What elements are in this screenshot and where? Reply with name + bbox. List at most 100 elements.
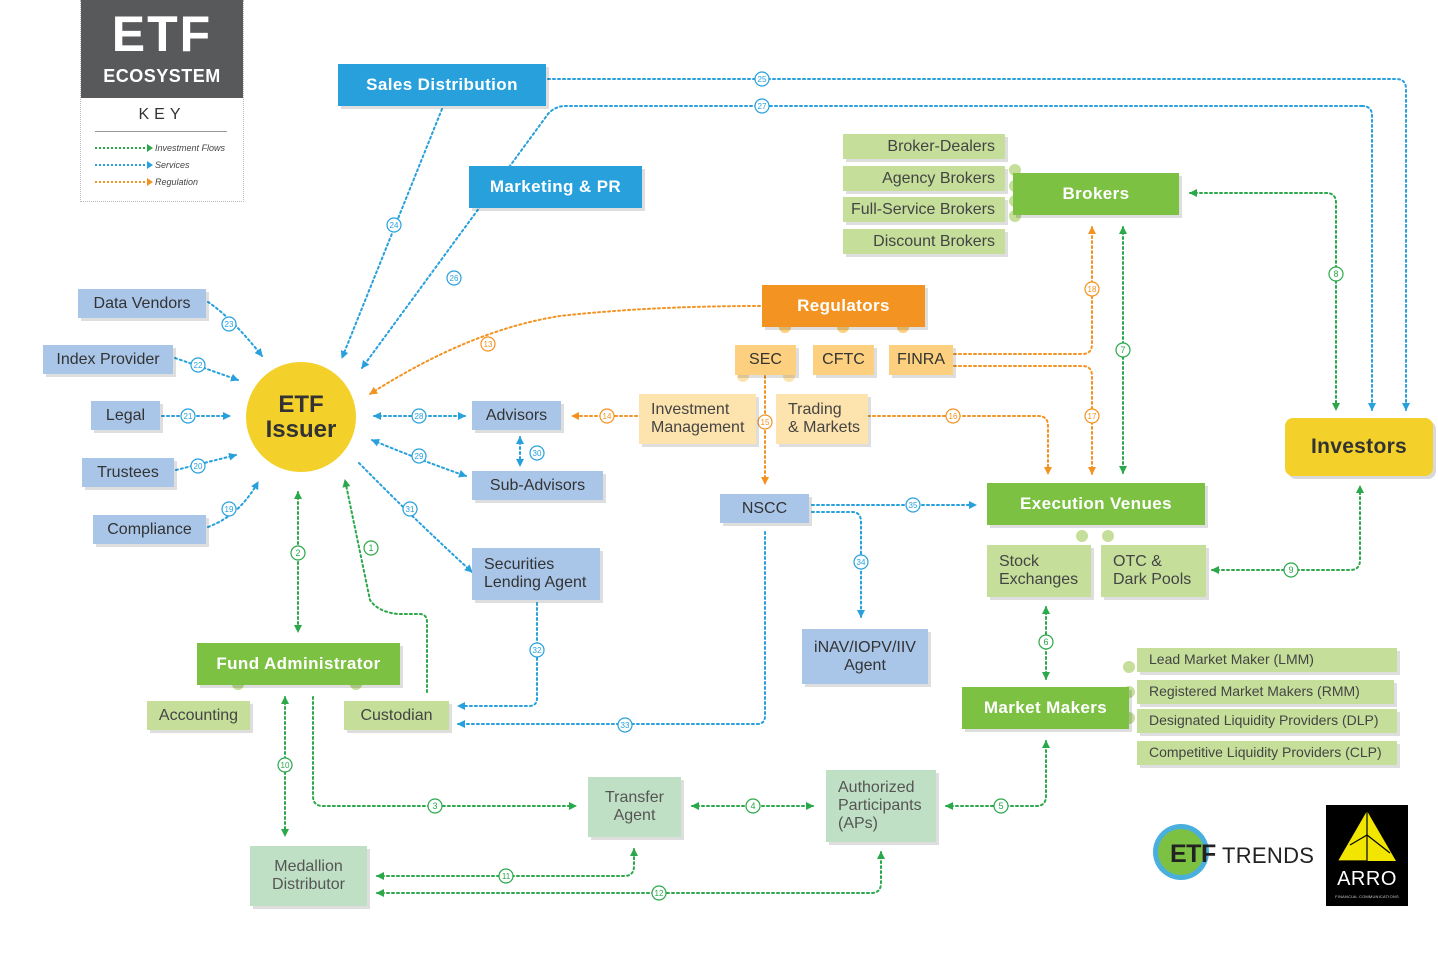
- flow-badge-label: 22: [194, 361, 203, 370]
- flow-badge-label: 7: [1120, 345, 1125, 355]
- legend-label: Regulation: [155, 177, 199, 187]
- arro-triangle-icon: [1338, 811, 1396, 862]
- node-sec: SEC: [735, 345, 796, 375]
- connector-26: [361, 105, 1363, 369]
- node-cftc: CFTC: [813, 345, 874, 375]
- key-title-block: ETF ECOSYSTEM: [81, 0, 243, 98]
- key-divider: [95, 131, 227, 132]
- node-agency-brokers: Agency Brokers: [843, 166, 1005, 191]
- connector-dot: [1123, 661, 1135, 673]
- flow-badge-10: 10: [277, 757, 293, 773]
- connector-34: [811, 511, 865, 618]
- flow-badge-label: 23: [225, 320, 234, 329]
- flow-badge-23: 23: [221, 316, 237, 332]
- flow-badge-1: 1: [363, 540, 379, 556]
- legend-swatch-regulation: [95, 181, 149, 183]
- flow-badge-8: 8: [1328, 266, 1344, 282]
- legend-key: ETF ECOSYSTEM KEY Investment Flows Servi…: [80, 0, 244, 202]
- etf-trends-logo-etf: ETF: [1170, 840, 1216, 868]
- flow-badge-17: 17: [1084, 408, 1100, 424]
- key-title: ETF: [111, 6, 213, 62]
- connector-25: [547, 78, 1410, 411]
- key-subtitle: ECOSYSTEM: [103, 66, 221, 86]
- flow-badge-label: 27: [758, 102, 767, 111]
- node-market-makers: Market Makers: [962, 687, 1129, 729]
- legend-item-regulation: Regulation: [95, 175, 235, 189]
- flow-badge-label: 10: [281, 761, 290, 770]
- node-inav-agent: iNAV/IOPV/IIV Agent: [802, 629, 928, 684]
- flow-badge-14: 14: [599, 408, 615, 424]
- flow-badge-label: 13: [484, 340, 493, 349]
- connector-12: [376, 851, 885, 897]
- flow-badge-24: 24: [386, 217, 402, 233]
- flow-badge-3: 3: [427, 798, 443, 814]
- flow-badge-label: 28: [415, 412, 424, 421]
- connector-27: [1361, 105, 1376, 411]
- flow-badge-21: 21: [180, 408, 196, 424]
- node-authorized-participants: Authorized Participants (APs): [826, 770, 936, 842]
- legend-item-services: Services: [95, 158, 235, 172]
- node-medallion-distributor: Medallion Distributor: [250, 846, 367, 906]
- flow-badge-11: 11: [498, 868, 514, 884]
- connector-13: [369, 305, 761, 395]
- legend-arrow-icon: [147, 178, 153, 186]
- node-etf-issuer: ETF Issuer: [246, 362, 356, 472]
- node-sub-advisors: Sub-Advisors: [472, 471, 603, 500]
- node-marketing-pr: Marketing & PR: [469, 166, 642, 208]
- node-trustees: Trustees: [82, 458, 174, 487]
- node-sales-distribution: Sales Distribution: [338, 64, 546, 106]
- node-discount-brokers: Discount Brokers: [843, 229, 1005, 254]
- legend-arrow-icon: [147, 144, 153, 152]
- flow-badge-label: 25: [758, 75, 767, 84]
- flow-badge-label: 3: [432, 801, 437, 811]
- node-investment-management: Investment Management: [639, 394, 756, 444]
- flow-badge-label: 6: [1043, 637, 1048, 647]
- flow-badge-label: 11: [502, 872, 511, 881]
- flow-badge-label: 18: [1088, 285, 1097, 294]
- node-rmm: Registered Market Makers (RMM): [1137, 680, 1394, 704]
- flow-badge-29: 29: [411, 448, 427, 464]
- node-advisors: Advisors: [472, 401, 561, 430]
- flow-badge-2: 2: [290, 545, 306, 561]
- connector-9: [1211, 485, 1364, 574]
- flow-badge-label: 20: [194, 462, 203, 471]
- flow-badge-20: 20: [190, 458, 206, 474]
- arro-logo-name: ARRO: [1337, 868, 1397, 890]
- connector-24: [340, 108, 443, 359]
- flow-badge-6: 6: [1038, 634, 1054, 650]
- connector-22: [174, 357, 239, 382]
- flow-badge-label: 32: [533, 646, 542, 655]
- flow-badge-28: 28: [411, 408, 427, 424]
- flow-badge-label: 19: [225, 505, 234, 514]
- connector-16: [867, 415, 1052, 475]
- flow-badge-label: 31: [406, 505, 415, 514]
- connector-17: [953, 365, 1096, 475]
- node-accounting: Accounting: [147, 701, 250, 730]
- flow-badge-label: 17: [1088, 412, 1097, 421]
- connector-1: [342, 479, 428, 693]
- node-dlp: Designated Liquidity Providers (DLP): [1137, 709, 1397, 733]
- connector-dot: [1076, 530, 1088, 542]
- flow-badge-30: 30: [529, 445, 545, 461]
- flow-badge-5: 5: [993, 798, 1009, 814]
- node-fund-administrator: Fund Administrator: [197, 643, 400, 685]
- flow-badge-label: 21: [184, 412, 193, 421]
- flow-badge-4: 4: [745, 798, 761, 814]
- connector-8: [1189, 189, 1340, 411]
- node-lmm: Lead Market Maker (LMM): [1137, 648, 1397, 672]
- flow-badge-label: 35: [909, 501, 918, 510]
- node-transfer-agent: Transfer Agent: [588, 777, 681, 837]
- flow-badge-15: 15: [757, 414, 773, 430]
- legend-swatch-services: [95, 164, 149, 166]
- flow-badge-12: 12: [651, 885, 667, 901]
- flow-badge-label: 8: [1333, 269, 1338, 279]
- node-investors: Investors: [1285, 418, 1433, 476]
- connector-19: [207, 481, 259, 528]
- connector-18: [953, 226, 1096, 355]
- legend-swatch-investment: [95, 147, 149, 149]
- node-data-vendors: Data Vendors: [78, 289, 206, 318]
- connector-23: [207, 301, 263, 357]
- flow-badge-25: 25: [754, 71, 770, 87]
